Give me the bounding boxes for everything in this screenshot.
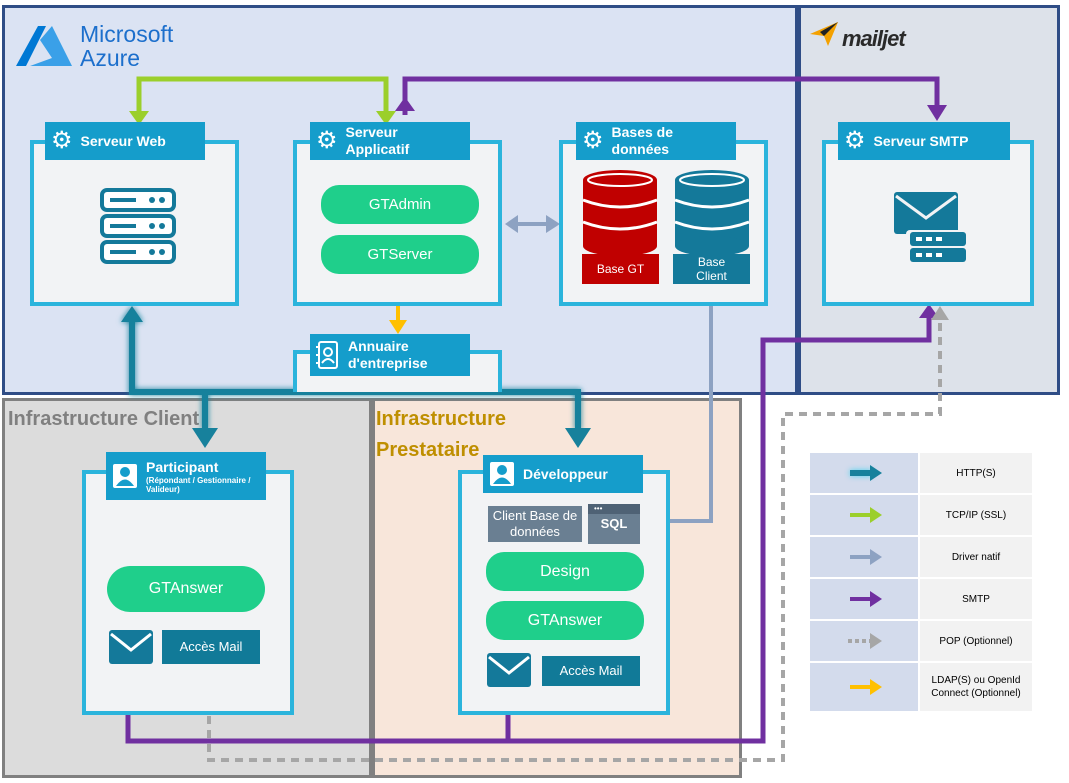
participant-mail-access: Accès Mail bbox=[162, 630, 260, 664]
db-client-label: Base Client bbox=[673, 254, 750, 284]
db-gt-label: Base GT bbox=[582, 254, 659, 284]
legend-swatch-tcpip bbox=[850, 507, 882, 523]
mail-icon bbox=[109, 630, 153, 664]
legend-swatch-pop bbox=[848, 633, 882, 649]
developer-header: Développeur bbox=[483, 455, 643, 493]
user-icon bbox=[490, 462, 514, 486]
participant-gtanswer-pill: GTAnswer bbox=[107, 566, 265, 612]
participant-subtitle: (Répondant / Gestionnaire / Valideur) bbox=[146, 475, 251, 494]
legend-swatch-ldap bbox=[850, 679, 882, 695]
participant-title: Participant bbox=[146, 458, 219, 475]
legend-row: TCP/IP (SSL) bbox=[810, 495, 1032, 537]
address-book-icon bbox=[316, 341, 338, 369]
gear-icon: ⚙ bbox=[51, 127, 73, 154]
database-icons bbox=[582, 170, 750, 256]
legend-label: SMTP bbox=[918, 579, 1032, 619]
smtp-connector-clients bbox=[125, 316, 932, 744]
web-server-title: Serveur Web bbox=[80, 132, 166, 149]
legend-row: SMTP bbox=[810, 579, 1032, 621]
legend-row: POP (Optionnel) bbox=[810, 621, 1032, 663]
database-icon bbox=[582, 170, 658, 256]
developer-node: Client Base de données ••• SQL Design GT… bbox=[458, 470, 670, 715]
smtp-header: ⚙ Serveur SMTP bbox=[838, 122, 1010, 160]
db-node: Base GT Base Client bbox=[559, 140, 768, 306]
ldap-title: Annuaire d'entreprise bbox=[348, 338, 428, 371]
gtserver-pill: GTServer bbox=[321, 235, 479, 274]
dev-gtanswer-pill: GTAnswer bbox=[486, 601, 644, 640]
gear-icon: ⚙ bbox=[844, 127, 866, 154]
user-icon bbox=[113, 464, 137, 488]
sql-icon: ••• SQL bbox=[588, 504, 640, 544]
app-server-title: Serveur Applicatif bbox=[345, 124, 410, 157]
legend-label: TCP/IP (SSL) bbox=[918, 495, 1032, 535]
legend-label: HTTP(S) bbox=[918, 453, 1032, 493]
legend-swatch-smtp bbox=[850, 591, 882, 607]
participant-header: Participant (Répondant / Gestionnaire / … bbox=[106, 452, 266, 500]
tcpip-connector bbox=[136, 76, 389, 115]
smtp-title: Serveur SMTP bbox=[873, 132, 969, 149]
legend-row: HTTP(S) bbox=[810, 453, 1032, 495]
server-icon bbox=[100, 188, 176, 264]
mailjet-text: mailjet bbox=[842, 26, 906, 51]
azure-text: Azure bbox=[80, 45, 141, 71]
azure-brand: Microsoft Azure bbox=[80, 22, 173, 70]
web-server-node bbox=[30, 140, 239, 306]
legend-swatch-driver bbox=[850, 549, 882, 565]
pop-connector bbox=[207, 318, 942, 762]
web-server-header: ⚙ Serveur Web bbox=[45, 122, 205, 160]
client-db-box: Client Base de données bbox=[488, 506, 582, 542]
dev-mail-access: Accès Mail bbox=[542, 656, 640, 686]
driver-connector-client bbox=[652, 296, 713, 523]
microsoft-text: Microsoft bbox=[80, 21, 174, 47]
legend-swatch-http bbox=[850, 465, 882, 481]
sql-text: SQL bbox=[600, 516, 628, 531]
smtp-server-node bbox=[822, 140, 1034, 306]
smtp-connector-app bbox=[402, 76, 940, 115]
gtadmin-pill: GTAdmin bbox=[321, 185, 479, 224]
mail-icon bbox=[487, 653, 531, 687]
participant-node: GTAnswer Accès Mail bbox=[82, 470, 294, 715]
app-server-node: GTAdmin GTServer bbox=[293, 140, 502, 306]
ldap-header: Annuaire d'entreprise bbox=[310, 334, 470, 376]
gear-icon: ⚙ bbox=[316, 127, 338, 154]
db-title: Bases de données bbox=[611, 124, 673, 157]
legend-label: Driver natif bbox=[918, 537, 1032, 577]
gear-icon: ⚙ bbox=[582, 127, 604, 154]
database-icon bbox=[674, 170, 750, 256]
app-server-header: ⚙ Serveur Applicatif bbox=[310, 122, 470, 160]
db-header: ⚙ Bases de données bbox=[576, 122, 736, 160]
legend-label: POP (Optionnel) bbox=[918, 621, 1032, 661]
legend-row: LDAP(S) ou OpenId Connect (Optionnel) bbox=[810, 663, 1032, 713]
legend: HTTP(S) TCP/IP (SSL) Driver natif SMTP P… bbox=[810, 453, 1032, 713]
http-connector bbox=[121, 306, 581, 430]
design-pill: Design bbox=[486, 552, 644, 591]
legend-row: Driver natif bbox=[810, 537, 1032, 579]
azure-logo bbox=[16, 26, 72, 66]
zone-presta-title: Infrastructure Prestataire bbox=[376, 408, 507, 461]
mailjet-plane-icon bbox=[810, 22, 838, 46]
zone-client-title: Infrastructure Client bbox=[8, 408, 200, 430]
developer-title: Développeur bbox=[523, 465, 608, 482]
mail-server-icon bbox=[894, 192, 968, 264]
legend-label: LDAP(S) ou OpenId Connect (Optionnel) bbox=[918, 663, 1032, 711]
